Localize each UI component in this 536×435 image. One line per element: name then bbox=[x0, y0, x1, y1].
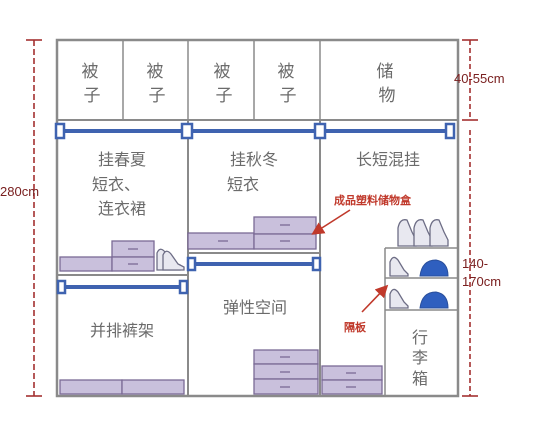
luggage-label: 箱 bbox=[412, 369, 428, 388]
pants-rail bbox=[56, 279, 189, 295]
left-upper-label: 短衣、 bbox=[92, 175, 140, 194]
top-cell-label: 子 bbox=[280, 86, 297, 106]
top-height-label: 40-55cm bbox=[454, 71, 505, 86]
right-upper-label: 长短混挂 bbox=[356, 150, 420, 169]
hanging-rail-mid bbox=[186, 256, 322, 272]
divider-annotation: 隔板 bbox=[344, 320, 367, 334]
mid-upper-label: 挂秋冬 bbox=[230, 150, 278, 169]
top-cell-label: 物 bbox=[379, 86, 396, 106]
top-cell-label: 被 bbox=[147, 62, 164, 82]
left-lower-label: 并排裤架 bbox=[90, 321, 154, 340]
top-cell-label: 被 bbox=[278, 62, 295, 82]
top-height-dimension bbox=[462, 39, 478, 121]
box-handles bbox=[128, 224, 356, 388]
luggage-label: 行 bbox=[412, 328, 428, 347]
left-upper-label: 连衣裙 bbox=[98, 199, 146, 218]
storage-boxes bbox=[59, 216, 383, 395]
mid-upper-label: 短衣 bbox=[227, 175, 259, 194]
hanging-height-label: 140- bbox=[462, 256, 488, 271]
mid-lower-label: 弹性空间 bbox=[223, 298, 287, 317]
top-cell-label: 子 bbox=[149, 86, 166, 106]
hanging-height-dimension bbox=[462, 130, 478, 397]
total-height-label: 280cm bbox=[0, 184, 39, 199]
hanging-rail-top bbox=[54, 122, 456, 140]
top-cell-label: 被 bbox=[214, 62, 231, 82]
storage-box-arrow bbox=[311, 209, 351, 235]
top-cell-label: 子 bbox=[216, 86, 233, 106]
shoe-icon bbox=[389, 256, 449, 309]
top-cell-label: 储 bbox=[377, 62, 394, 82]
top-cell-labels: 被 子 被 子 被 子 被 子 储 物 bbox=[82, 62, 396, 106]
boots-icon bbox=[397, 219, 449, 247]
luggage-label: 李 bbox=[412, 348, 428, 367]
storage-box-annotation: 成品塑料储物盒 bbox=[334, 193, 412, 207]
top-cell-label: 子 bbox=[84, 86, 101, 106]
wardrobe-frame bbox=[55, 38, 460, 398]
divider-arrow bbox=[361, 284, 389, 313]
top-cell-label: 被 bbox=[82, 62, 99, 82]
shoe-icon bbox=[156, 248, 185, 271]
left-upper-label: 挂春夏 bbox=[98, 150, 146, 169]
hanging-height-label: 170cm bbox=[462, 274, 501, 289]
total-height-dimension bbox=[26, 39, 42, 397]
